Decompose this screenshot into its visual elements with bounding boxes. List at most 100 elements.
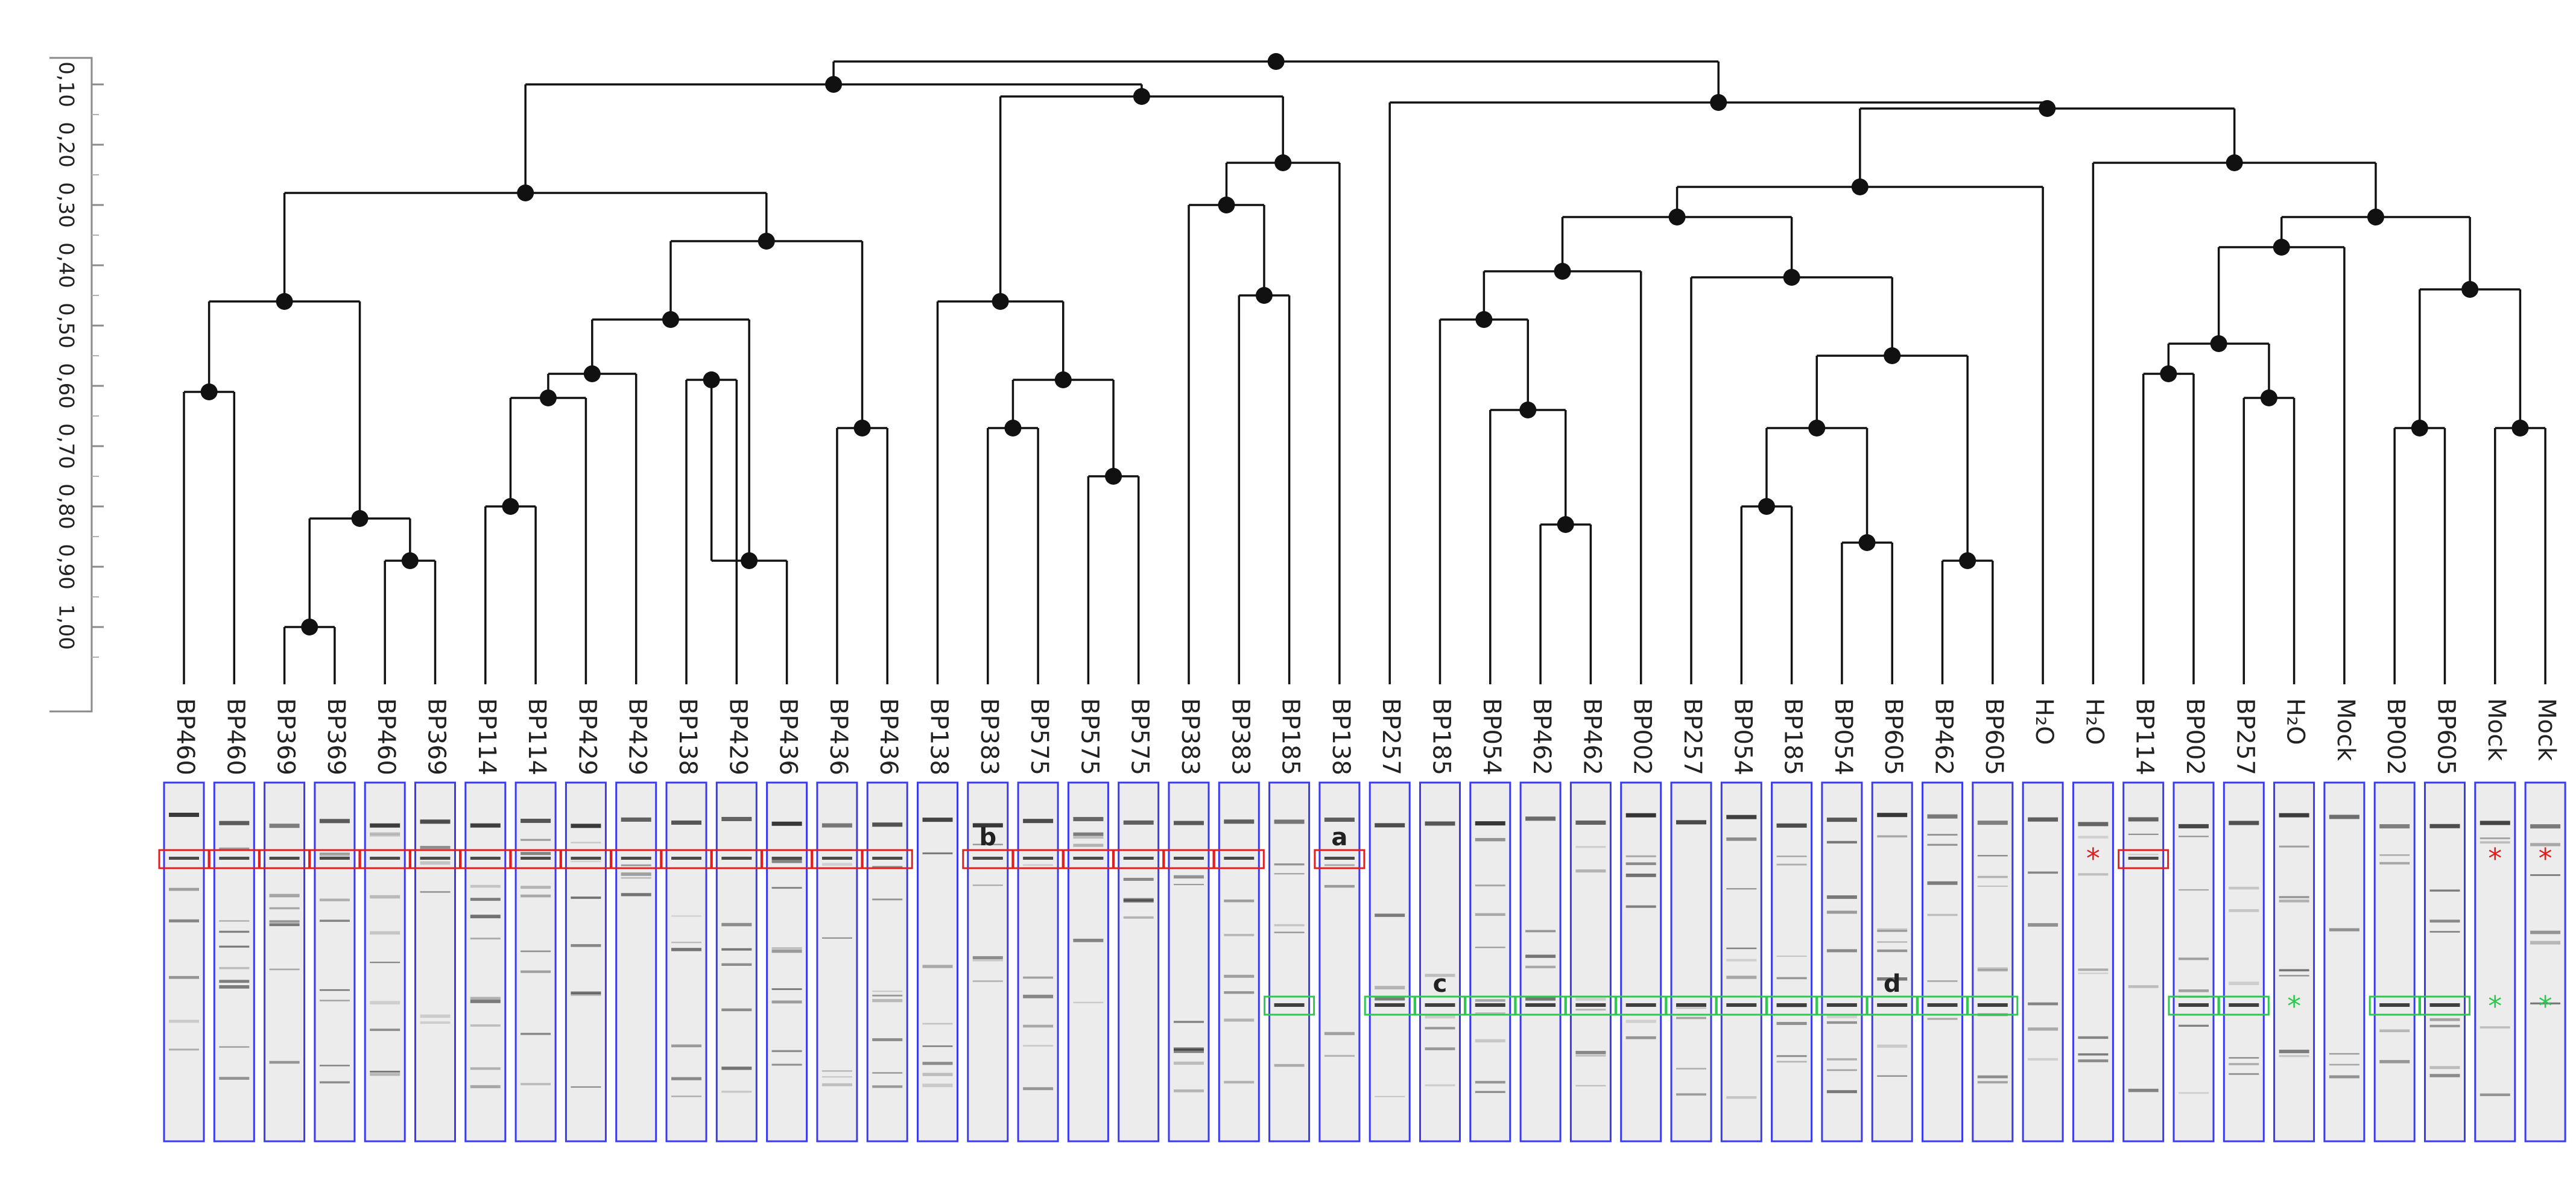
lane-label: H₂O <box>2080 698 2108 745</box>
gel-band <box>420 1021 451 1024</box>
gel-band <box>1826 1069 1857 1071</box>
gel-band <box>521 1083 551 1086</box>
gel-band <box>1776 863 1807 866</box>
scale-tick-label: 1,00 <box>54 604 78 650</box>
gel-band <box>1977 1081 2008 1083</box>
gel-lane <box>2524 781 2566 1143</box>
gel-band <box>269 894 300 898</box>
scale-tick-label: 0,60 <box>54 363 78 409</box>
gel-band <box>1776 856 1807 857</box>
gel-band <box>1475 1003 1505 1007</box>
lane-label: BP257 <box>1679 698 1706 775</box>
gel-band <box>721 1008 752 1012</box>
green-band-box <box>1967 995 2019 1016</box>
gel-band <box>922 1083 953 1088</box>
gel-band <box>2279 1050 2309 1053</box>
lane-label: BP429 <box>724 698 752 775</box>
gel-band <box>1274 819 1305 824</box>
gel-band <box>370 1001 400 1004</box>
gel-band <box>1575 1051 1606 1054</box>
gel-band <box>1676 1016 1706 1020</box>
gel-lane <box>2474 781 2516 1143</box>
gel-lane <box>1821 781 1863 1143</box>
gel-band <box>2429 889 2460 892</box>
lane-label: BP369 <box>272 698 300 775</box>
gel-band <box>169 857 199 860</box>
gel-band <box>2329 1064 2359 1066</box>
lane-label: BP462 <box>1930 698 1958 775</box>
gel-band <box>1023 864 1054 866</box>
gel-lane-frame <box>2474 781 2516 1143</box>
gel-band <box>2078 1036 2109 1039</box>
gel-band <box>269 968 300 971</box>
gel-band <box>771 887 802 889</box>
gel-band <box>2329 815 2359 819</box>
gel-band <box>470 884 501 888</box>
gel-band <box>2229 1057 2259 1059</box>
lane-label: Mock <box>2483 698 2510 761</box>
gel-lane-frame <box>514 781 557 1143</box>
gel-band <box>2279 900 2309 903</box>
gel-band <box>1726 1096 1757 1099</box>
gel-band <box>2479 1026 2510 1029</box>
similarity-scale: 0,100,200,300,400,500,600,700,800,901,00 <box>49 57 104 713</box>
gel-band <box>2379 862 2410 865</box>
gel-band <box>2028 1027 2059 1031</box>
scale-tick-label: 0,80 <box>54 484 78 529</box>
gel-band <box>771 857 802 860</box>
gel-band <box>269 824 300 828</box>
scale-tick-label: 0,90 <box>54 544 78 590</box>
gel-lane <box>615 781 657 1143</box>
gel-lane <box>2122 781 2165 1143</box>
lane-label: BP460 <box>221 698 249 775</box>
gel-band <box>922 1073 953 1076</box>
gel-band <box>721 922 752 927</box>
gel-band <box>2479 821 2510 825</box>
gel-band <box>1224 900 1255 903</box>
gel-lane-frame <box>1821 781 1863 1143</box>
gel-band <box>2429 1066 2460 1070</box>
gel-band <box>2479 837 2510 839</box>
gel-band <box>571 860 601 862</box>
gel-band <box>972 959 1003 962</box>
gel-band <box>922 1062 953 1065</box>
gel-lane <box>766 781 808 1143</box>
gel-band <box>2530 843 2561 846</box>
gel-band <box>269 857 300 860</box>
gel-band <box>922 1023 953 1025</box>
gel-band <box>1575 869 1606 873</box>
gel-band <box>2229 821 2259 825</box>
gel-band <box>821 1076 852 1078</box>
gel-lane-frame <box>1871 781 1913 1143</box>
gel-lane <box>1670 781 1712 1143</box>
gel-band <box>1174 1051 1204 1053</box>
red-band-box <box>2118 849 2169 869</box>
gel-band <box>1826 1058 1857 1061</box>
gel-band <box>420 819 451 824</box>
gel-band <box>2128 854 2159 856</box>
gel-band <box>1625 874 1656 877</box>
gel-band <box>771 947 802 950</box>
gel-band <box>1525 965 1556 968</box>
gel-band <box>1525 930 1556 933</box>
gel-band <box>671 1095 701 1097</box>
gel-band <box>872 866 903 868</box>
gel-band <box>1877 835 1908 837</box>
gel-band <box>2279 813 2309 818</box>
gel-band <box>2229 1003 2259 1007</box>
gel-band <box>470 823 501 828</box>
gel-band <box>1073 939 1104 942</box>
band-annotation-label: b <box>979 824 996 851</box>
band-annotation-label: d <box>1884 970 1901 998</box>
gel-band <box>319 1065 350 1067</box>
gel-lane-frame <box>1369 781 1411 1143</box>
gel-band <box>2179 957 2209 960</box>
gel-band <box>2279 975 2309 977</box>
gel-band <box>370 832 400 836</box>
gel-band <box>821 1083 852 1086</box>
gel-band <box>1826 1003 1857 1007</box>
gel-band <box>1475 1012 1505 1015</box>
gel-band <box>972 884 1003 886</box>
gel-band <box>370 1073 400 1076</box>
gel-band <box>1274 863 1305 866</box>
